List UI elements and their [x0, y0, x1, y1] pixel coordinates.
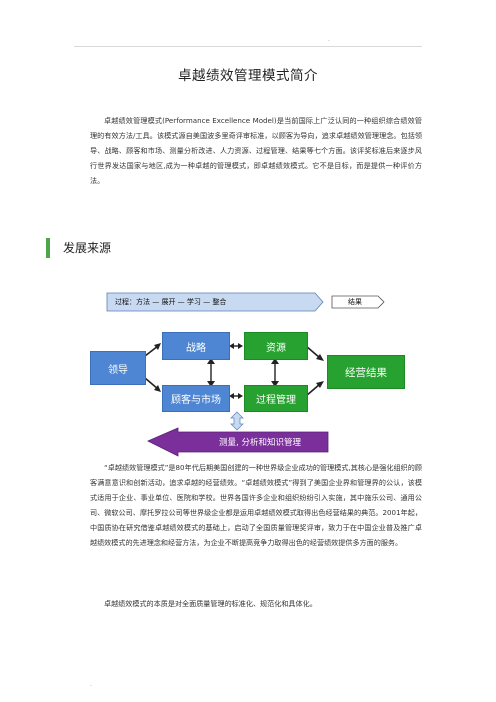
strategy-resources-head-l — [229, 343, 234, 349]
process-to-results-arrow — [305, 383, 321, 397]
process-arrow-shape — [106, 292, 324, 312]
results-arrow-shape — [331, 295, 385, 309]
business-results-box: 经营结果 — [327, 355, 405, 389]
strategy-resources-head-r — [238, 343, 243, 349]
customers-process-head-l — [229, 393, 234, 399]
header-rule — [74, 46, 422, 47]
resources-box: 资源 — [244, 332, 308, 360]
leadership-box: 领导 — [90, 351, 146, 385]
body-paragraph-3: 卓越绩效模式的本质是对全面质量管理的标准化、规范化和具体化。 — [104, 599, 317, 608]
leader-to-customers-arrow — [144, 377, 159, 390]
customers-market-box: 顾客与市场 — [162, 385, 230, 412]
resources-process-head-up — [271, 358, 279, 364]
measurement-link-arrow — [230, 411, 244, 431]
process-to-results-head — [316, 381, 324, 388]
section-accent-bar — [46, 238, 50, 258]
body-paragraph-2: “卓越绩效管理模式”是80年代后期美国创建的一种世界级企业成功的管理模式,其核心… — [90, 463, 422, 547]
intro-paragraph: 卓越绩效管理模式(Performance Excellence Model)是当… — [90, 116, 422, 185]
customers-process-head-r — [238, 393, 243, 399]
section-heading-label: 发展来源 — [63, 241, 112, 255]
process-management-box: 过程管理 — [244, 385, 308, 412]
leader-to-strategy-arrow — [144, 345, 159, 357]
strategy-box: 战略 — [162, 332, 230, 360]
results-tag-label: 结果 — [348, 298, 362, 306]
leader-to-strategy-head — [154, 343, 161, 350]
leader-to-customers-head — [154, 385, 161, 392]
resources-to-results-head — [316, 354, 324, 361]
resources-to-results-arrow — [305, 345, 321, 359]
strategy-customers-head-up — [207, 358, 215, 364]
process-bar-label: 过程：方法 — 展开 — 学习 — 整合 — [115, 298, 227, 306]
footer-dot: . — [90, 681, 92, 688]
resources-process-head-down — [271, 381, 279, 387]
header-dot: . — [328, 36, 330, 43]
page-title: 卓越绩效管理模式简介 — [178, 68, 318, 84]
strategy-customers-head-down — [207, 381, 215, 387]
measurement-arrow-shape — [147, 427, 329, 457]
measurement-label: 测量, 分析和知识管理 — [219, 438, 301, 448]
